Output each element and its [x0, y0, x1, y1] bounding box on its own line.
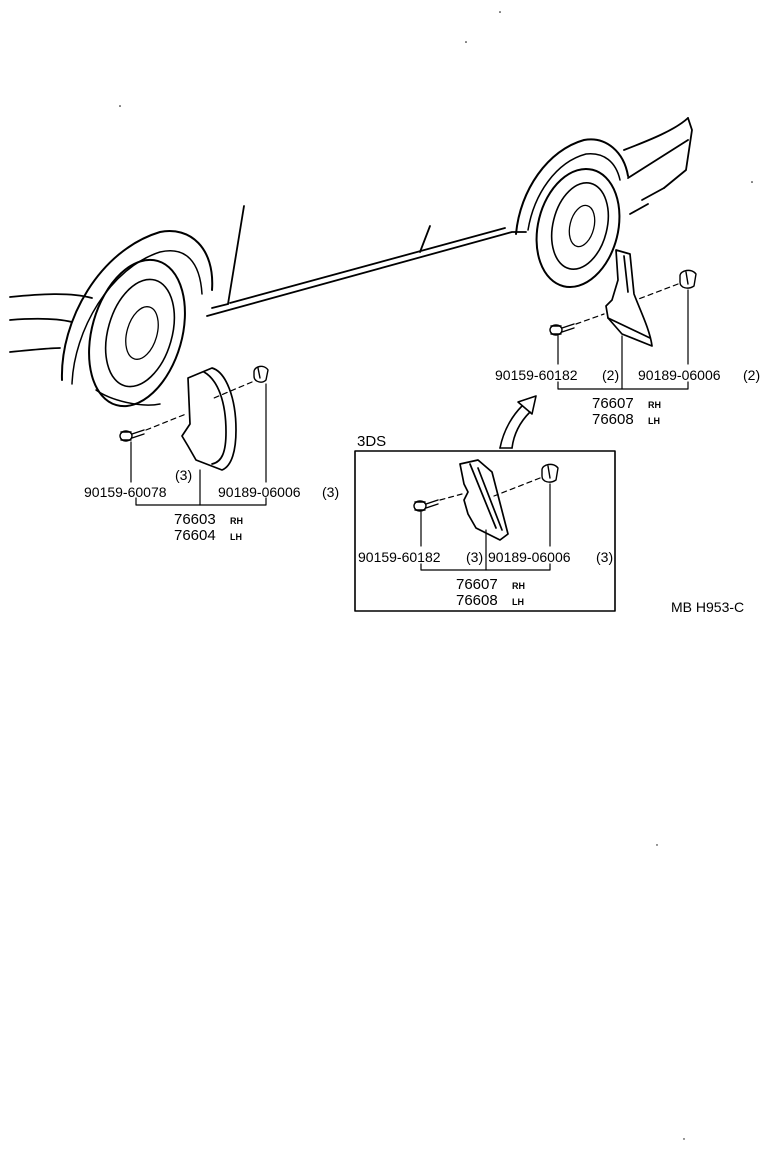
rear-wheel	[515, 138, 629, 289]
rear-leader-lines	[557, 289, 689, 390]
rear-screw-icon	[549, 323, 575, 336]
variant-clip-guide	[493, 477, 541, 497]
variant-flap-rh-number: 76607	[456, 576, 498, 593]
front-mudflap	[181, 367, 237, 471]
front-screw-part-number: 90159-60078	[84, 484, 167, 500]
rear-screw-qty: (2)	[602, 367, 619, 383]
front-leader-lines	[130, 383, 267, 506]
rear-clip-qty: (2)	[743, 367, 760, 383]
variant-clip-part-number: 90189-06006	[488, 549, 571, 565]
variant-flap-lh-tag: LH	[512, 597, 524, 607]
front-clip-part-number: 90189-06006	[218, 484, 301, 500]
diagram-code: MB H953-C	[671, 599, 744, 615]
front-flap-rh-number: 76603	[174, 511, 216, 528]
front-screw-guide	[145, 413, 187, 431]
car-body-outline	[9, 117, 693, 353]
front-clip-icon	[253, 365, 269, 383]
front-flap-lh-number: 76604	[174, 527, 216, 544]
rear-flap-lh-number: 76608	[592, 411, 634, 428]
rear-mudflap	[605, 249, 653, 347]
variant-pointer-arrow	[499, 395, 537, 449]
variant-leader-lines	[420, 483, 551, 571]
variant-clip-icon	[541, 463, 559, 483]
rear-screw-guide	[575, 313, 605, 325]
rear-flap-rh-number: 76607	[592, 395, 634, 412]
variant-screw-guide	[439, 493, 463, 501]
front-clip-qty: (3)	[322, 484, 339, 500]
variant-screw-icon	[413, 499, 439, 512]
rear-screw-part-number: 90159-60182	[495, 367, 578, 383]
variant-clip-qty: (3)	[596, 549, 613, 565]
front-wheel	[60, 230, 214, 408]
variant-box-frame	[354, 450, 616, 612]
variant-screw-part-number: 90159-60182	[358, 549, 441, 565]
variant-flap-rh-tag: RH	[512, 581, 525, 591]
variant-box-title: 3DS	[357, 433, 386, 450]
rear-flap-lh-tag: LH	[648, 416, 660, 426]
scan-specks	[119, 11, 753, 1140]
variant-mudflap	[459, 459, 509, 541]
rear-clip-icon	[679, 269, 697, 289]
rear-clip-guide	[635, 283, 679, 301]
front-flap-lh-tag: LH	[230, 532, 242, 542]
front-flap-rh-tag: RH	[230, 516, 243, 526]
rear-clip-part-number: 90189-06006	[638, 367, 721, 383]
front-clip-guide	[213, 381, 253, 399]
front-screw-qty: (3)	[175, 467, 192, 483]
front-screw-icon	[119, 429, 145, 442]
rear-flap-rh-tag: RH	[648, 400, 661, 410]
variant-screw-qty: (3)	[466, 549, 483, 565]
variant-flap-lh-number: 76608	[456, 592, 498, 609]
